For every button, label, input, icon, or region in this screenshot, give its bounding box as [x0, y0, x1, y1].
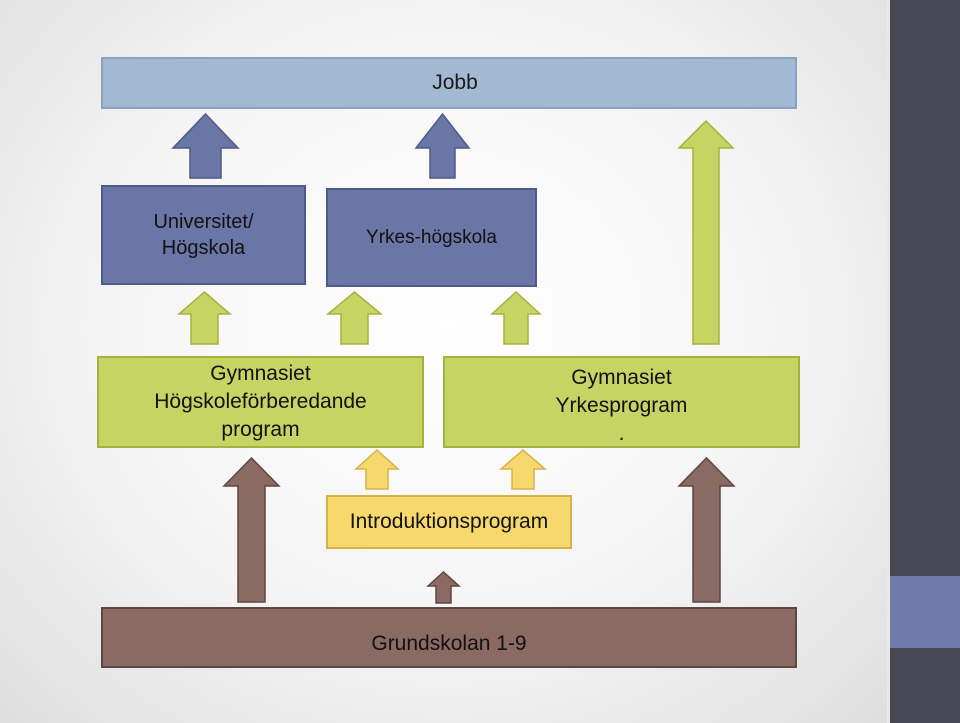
box-grundskolan: Grundskolan 1-9	[101, 607, 797, 668]
arrow-introduktion-to-hogskole	[354, 448, 400, 490]
arrow-gymnasiet-to-yrkeshogskola	[325, 291, 384, 345]
arrow-grundskolan-to-yrkes	[677, 456, 736, 603]
arrow-yrkesprogram-to-jobb	[677, 119, 735, 345]
box-jobb-label: Jobb	[432, 71, 478, 94]
box-universitet-line-1: Universitet/	[153, 211, 254, 233]
arrow-yrkesprogram-to-yrkeshogskola	[490, 290, 542, 345]
box-gy-line-2: Yrkesprogram	[555, 394, 688, 417]
box-gh-line-1: Gymnasiet	[210, 362, 311, 385]
box-gy-line-3: .	[618, 422, 625, 445]
box-gy-line-1: Gymnasiet	[571, 366, 672, 389]
sidebar-divider	[887, 0, 890, 723]
box-yrkeshogskola: Yrkes-högskola	[326, 188, 537, 287]
box-gymnasiet-hogskoleforberedande: Gymnasiet Högskoleförberedande program	[97, 356, 424, 448]
box-introduktionsprogram: Introduktionsprogram	[326, 495, 572, 549]
box-universitet: Universitet/ Högskola	[101, 185, 306, 285]
arrow-grundskolan-to-introduktion	[426, 570, 461, 604]
box-universitet-line-2: Högskola	[161, 237, 246, 259]
box-gh-line-3: program	[221, 418, 300, 441]
sidebar-accent	[890, 576, 960, 648]
arrow-gymnasiet-to-universitet	[176, 291, 233, 345]
arrow-universitet-to-jobb	[171, 112, 240, 179]
arrow-grundskolan-to-hogskole	[222, 456, 281, 603]
box-gh-line-2: Högskoleförberedande	[154, 390, 367, 413]
box-grundskolan-label: Grundskolan 1-9	[371, 632, 527, 655]
arrows-layer	[171, 112, 736, 604]
arrow-introduktion-to-yrkes	[498, 449, 548, 490]
box-gymnasiet-yrkesprogram: Gymnasiet Yrkesprogram .	[443, 356, 800, 448]
arrow-yrkeshogskola-to-jobb	[414, 112, 471, 179]
box-jobb: Jobb	[101, 57, 797, 109]
box-introduktion-label: Introduktionsprogram	[349, 510, 549, 533]
box-yrkeshogskola-label: Yrkes-högskola	[366, 226, 497, 248]
